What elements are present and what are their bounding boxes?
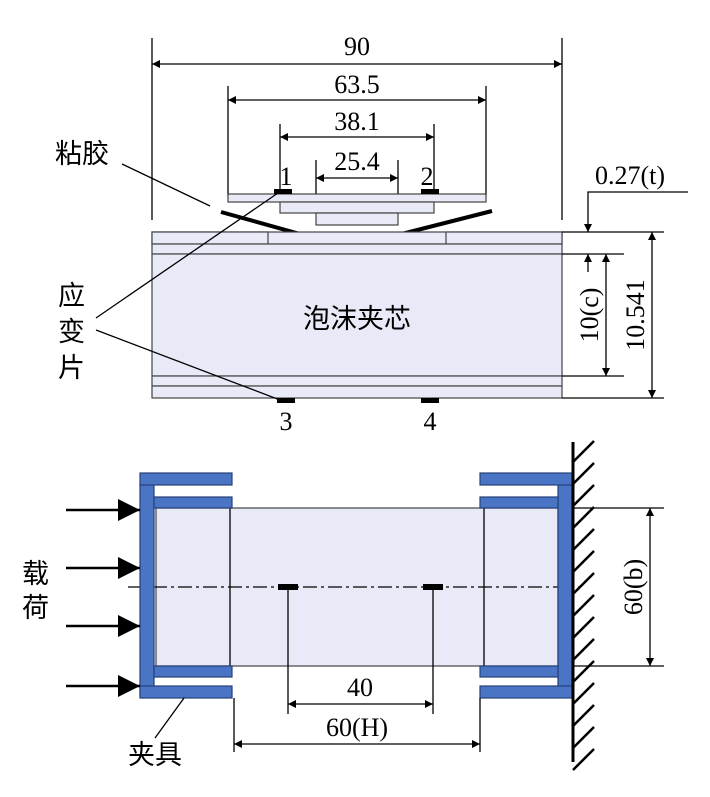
- gauge-4-label: 4: [424, 407, 437, 436]
- fixture-label: 夹具: [128, 740, 182, 771]
- strain-gauge-2: [421, 189, 439, 194]
- dim-90-label: 90: [344, 32, 370, 61]
- adhesive-leader: [121, 163, 211, 207]
- top-pad-right: [445, 231, 563, 245]
- gauge-leader-bottom: [95, 329, 281, 401]
- right-clamp: [479, 472, 573, 699]
- bottom-view: 载 荷 60(b) 40 60(H) 夹具: [22, 440, 664, 771]
- gauge-1-label: 1: [280, 162, 293, 191]
- fixed-wall: [571, 440, 595, 771]
- foam-core-label: 泡沫夹芯: [303, 304, 411, 335]
- strain-gauge-right: [423, 584, 443, 590]
- bottom-skin: [151, 375, 563, 387]
- gauge-leader-top: [95, 192, 279, 319]
- dim-total-label: 10.541: [621, 279, 650, 351]
- load-label-1: 载: [22, 559, 49, 590]
- strain-gauge-1: [274, 189, 292, 194]
- dim-b-label: 60(b): [619, 559, 648, 615]
- load-label-2: 荷: [22, 593, 49, 624]
- fixture-leader: [154, 697, 185, 739]
- top-view: 90 63.5 38.1 25.4 1 2 粘胶: [55, 32, 688, 436]
- load-plate-2: [279, 201, 435, 214]
- strain-gauge-label-3: 片: [58, 353, 85, 384]
- dim-core-label: 10(c): [575, 288, 604, 343]
- dim-h-label: 60(H): [326, 713, 388, 742]
- dim-t-leader: [584, 191, 688, 232]
- adhesive-label: 粘胶: [55, 139, 109, 170]
- strain-gauge-left: [278, 584, 298, 590]
- bottom-facesheet: [151, 385, 563, 399]
- dim-t-label: 0.27(t): [595, 161, 665, 190]
- dim-38-label: 38.1: [334, 107, 380, 136]
- foam-core: [151, 253, 563, 377]
- strain-gauge-4: [421, 398, 439, 403]
- gauge-2-label: 2: [421, 162, 434, 191]
- strain-gauge-3: [277, 398, 295, 403]
- top-pad-left: [151, 231, 269, 245]
- top-skin: [151, 243, 563, 255]
- gauge-3-label: 3: [280, 407, 293, 436]
- left-clamp: [139, 472, 233, 699]
- dim-25-label: 25.4: [334, 147, 380, 176]
- dim-63-label: 63.5: [334, 70, 380, 99]
- strain-gauge-label-2: 变: [58, 317, 85, 348]
- load-plate-3: [315, 212, 399, 226]
- dim-40-label: 40: [347, 673, 373, 702]
- strain-gauge-label-1: 应: [58, 281, 85, 312]
